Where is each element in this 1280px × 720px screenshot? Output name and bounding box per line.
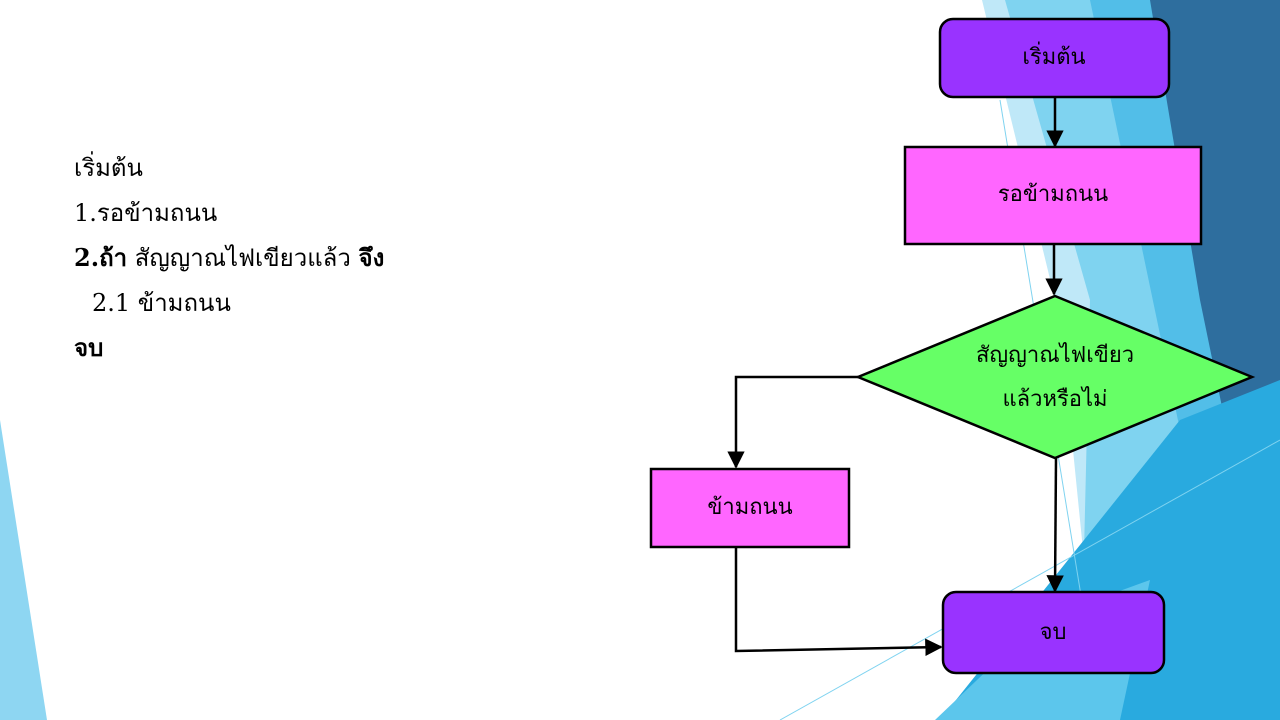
decision-diamond-shape bbox=[854, 294, 1256, 460]
step-2-1: 2.1 ข้ามถนน bbox=[74, 285, 594, 330]
thin-diagonal-line bbox=[779, 439, 1280, 720]
arrow-decision-to-end bbox=[1046, 457, 1064, 593]
start-label: เริ่มต้น bbox=[1022, 41, 1085, 70]
arrow-cross-to-end bbox=[734, 547, 943, 657]
cross-label: ข้ามถนน bbox=[707, 495, 792, 520]
start-terminator-shape bbox=[938, 17, 1171, 99]
step-2-condition: สัญญาณไฟเขียวแล้ว bbox=[127, 244, 359, 272]
step-start-text: เริ่มต้น bbox=[74, 154, 143, 182]
step-start: เริ่มต้น bbox=[74, 150, 594, 195]
step-2-1-text: 2.1 ข้ามถนน bbox=[92, 289, 231, 317]
step-2: 2.ถ้า สัญญาณไฟเขียวแล้ว จึง bbox=[74, 240, 594, 285]
flow-node-cross: ข้ามถนน bbox=[649, 467, 851, 549]
step-1-text: 1.รอข้ามถนน bbox=[74, 199, 218, 227]
end-label: จบ bbox=[1040, 620, 1067, 645]
wait-process-shape bbox=[903, 145, 1203, 246]
left-edge-facet bbox=[0, 420, 47, 720]
algorithm-steps: เริ่มต้น 1.รอข้ามถนน 2.ถ้า สัญญาณไฟเขียว… bbox=[74, 150, 594, 375]
step-2-then-keyword: จึง bbox=[358, 243, 385, 272]
end-terminator-shape bbox=[941, 590, 1166, 675]
step-2-if-keyword: ถ้า bbox=[99, 243, 128, 272]
right-facet-dark bbox=[1150, 0, 1280, 470]
decision-label-line2: แล้วหรือไม่ bbox=[1002, 386, 1107, 412]
step-1: 1.รอข้ามถนน bbox=[74, 195, 594, 240]
flow-node-decision: สัญญาณไฟเขียว แล้วหรือไม่ bbox=[854, 294, 1256, 460]
decision-label-line1: สัญญาณไฟเขียว bbox=[976, 342, 1134, 368]
step-2-number: 2. bbox=[74, 243, 100, 272]
step-end-text: จบ bbox=[74, 333, 104, 362]
flow-node-start: เริ่มต้น bbox=[938, 17, 1171, 99]
flow-node-end: จบ bbox=[941, 590, 1166, 675]
cross-process-shape bbox=[649, 467, 851, 549]
flow-node-wait: รอข้ามถนน bbox=[903, 145, 1203, 246]
step-end: จบ bbox=[74, 330, 594, 375]
wait-label: รอข้ามถนน bbox=[998, 182, 1108, 207]
arrow-decision-to-cross bbox=[727, 375, 858, 469]
